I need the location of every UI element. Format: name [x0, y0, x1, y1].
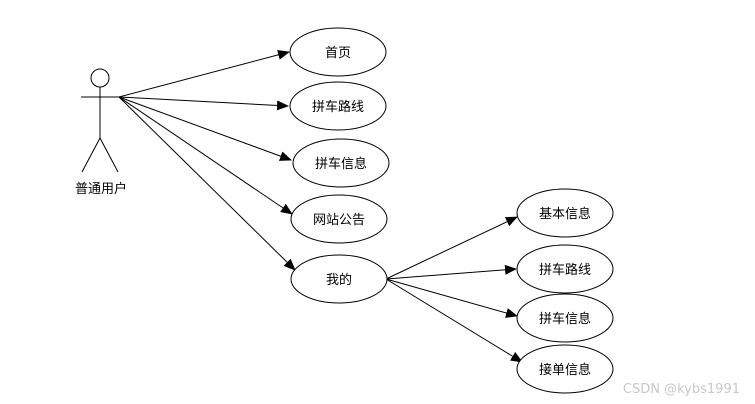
association-mine	[118, 96, 296, 271]
actor-label: 普通用户	[75, 181, 127, 197]
sub-use-case-my-carpool-info: 拼车信息	[516, 293, 614, 343]
watermark: CSDN @kybs1991	[623, 382, 740, 397]
use-case-label: 我的	[326, 272, 352, 288]
association-my-route	[385, 264, 517, 280]
use-case-ellipse	[516, 244, 614, 294]
use-case-ellipse	[516, 188, 614, 238]
actor-right-leg	[99, 137, 119, 173]
use-case-label: 拼车路线	[312, 99, 364, 115]
actor-figure	[81, 68, 119, 173]
association-carpool-info	[118, 96, 292, 161]
use-case-label: 拼车信息	[315, 156, 367, 172]
use-case-ellipse	[516, 344, 614, 394]
use-case-ellipse	[292, 138, 390, 188]
actor-left-leg	[81, 137, 101, 173]
mine-associations	[385, 216, 523, 363]
use-case-ellipse	[289, 81, 387, 131]
association-my-carpool-info	[385, 278, 518, 318]
sub-use-case-my-route: 拼车路线	[516, 244, 614, 294]
use-case-announcement: 网站公告	[290, 194, 388, 244]
use-case-label: 首页	[325, 46, 351, 61]
association-route	[118, 96, 289, 111]
association-basic-info	[385, 216, 518, 280]
use-case-home: 首页	[289, 27, 387, 77]
use-case-label: 拼车信息	[539, 311, 591, 327]
actor-associations	[118, 49, 296, 271]
use-case-ellipse	[516, 293, 614, 343]
use-case-label: 拼车路线	[539, 262, 591, 278]
use-case-route: 拼车路线	[289, 81, 387, 131]
sub-use-case-basic-info: 基本信息	[516, 188, 614, 238]
use-case-ellipse	[289, 27, 387, 77]
use-case-label: 基本信息	[539, 206, 591, 222]
use-case-label: 接单信息	[539, 362, 591, 378]
use-case-carpool-info: 拼车信息	[292, 138, 390, 188]
use-case-ellipse	[290, 254, 388, 304]
actor-head	[90, 68, 110, 88]
association-order-info	[385, 278, 523, 363]
use-case-mine: 我的	[290, 254, 388, 304]
use-case-ellipse	[290, 194, 388, 244]
sub-use-case-order-info: 接单信息	[516, 344, 614, 394]
association-home	[118, 49, 290, 98]
use-case-label: 网站公告	[313, 213, 365, 228]
association-announcement	[118, 96, 293, 215]
